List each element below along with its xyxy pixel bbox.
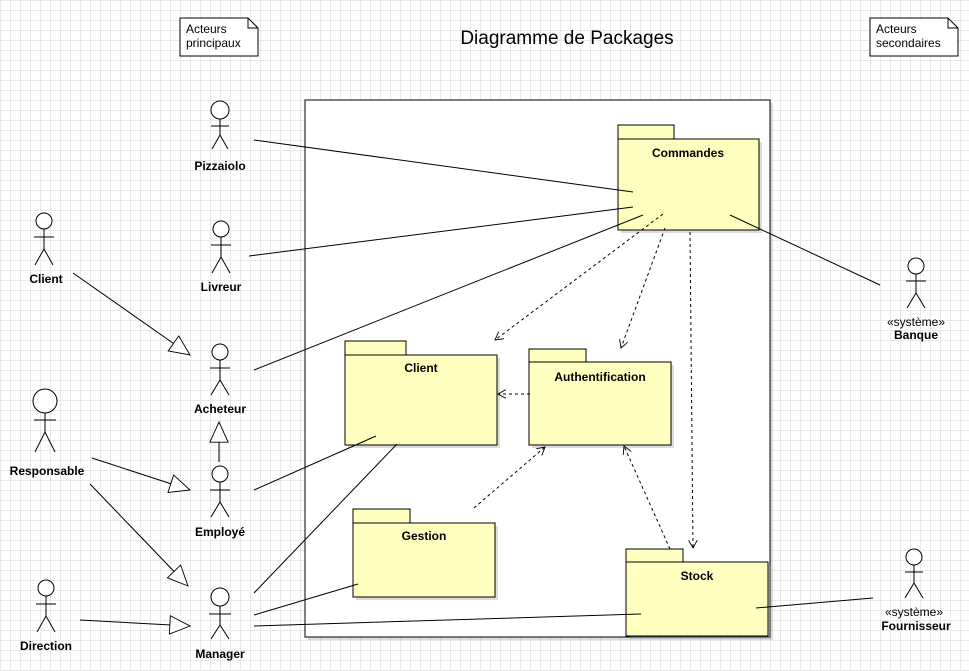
package-gestion-label: Gestion xyxy=(402,529,447,543)
actor-livreur[interactable]: Livreur xyxy=(201,220,242,294)
package-client[interactable]: Client xyxy=(344,340,500,448)
actor-banque-label: Banque xyxy=(894,328,938,342)
actor-direction-label: Direction xyxy=(20,639,72,653)
association-livreur-commandes[interactable] xyxy=(248,206,634,257)
package-gestion[interactable]: Gestion xyxy=(352,508,498,600)
package-authentification-label: Authentification xyxy=(554,370,645,384)
association-manager-client[interactable] xyxy=(253,443,398,594)
note-secondary-line2: secondaires xyxy=(876,36,941,50)
generalization-client-acheteur[interactable] xyxy=(72,272,190,355)
association-pizzaiolo-commandes[interactable] xyxy=(253,139,634,193)
dependency-stock-authentification[interactable] xyxy=(624,446,671,550)
generalization-responsable-manager[interactable] xyxy=(89,483,188,586)
actor-pizzaiolo[interactable]: Pizzaiolo xyxy=(194,100,246,173)
generalization-direction-manager[interactable] xyxy=(79,620,190,626)
actor-acheteur-label: Acheteur xyxy=(194,402,246,416)
package-commandes-label: Commandes xyxy=(652,146,724,160)
note-primary-line2: principaux xyxy=(186,36,241,50)
diagram-title: Diagramme de Packages xyxy=(460,28,673,49)
dependency-commandes-client[interactable] xyxy=(495,213,664,340)
association-manager-stock[interactable] xyxy=(253,613,642,627)
actor-employe[interactable]: Employé xyxy=(195,465,245,539)
package-authentification[interactable]: Authentification xyxy=(528,348,674,448)
note-secondary-line1: Acteurs xyxy=(876,22,917,36)
actor-fournisseur-stereotype: «système» xyxy=(885,605,943,619)
actor-manager-label: Manager xyxy=(195,647,245,661)
actor-manager[interactable]: Manager xyxy=(195,587,245,661)
package-stock-label: Stock xyxy=(681,569,714,583)
actor-fournisseur[interactable]: «système» Fournisseur xyxy=(881,548,951,633)
actor-livreur-label: Livreur xyxy=(201,280,242,294)
actor-responsable-label: Responsable xyxy=(10,464,85,478)
actor-direction[interactable]: Direction xyxy=(20,579,72,653)
actor-banque-stereotype: «système» xyxy=(887,315,945,329)
association-acheteur-commandes[interactable] xyxy=(253,214,644,371)
actor-employe-label: Employé xyxy=(195,525,245,539)
association-employe-client[interactable] xyxy=(253,435,377,491)
association-stock-fournisseur[interactable] xyxy=(755,597,874,609)
package-commandes[interactable]: Commandes xyxy=(617,124,762,233)
generalization-responsable-employe[interactable] xyxy=(91,457,190,490)
actor-client-label: Client xyxy=(29,272,62,286)
note-secondary-actors[interactable]: Acteurs secondaires xyxy=(869,17,959,57)
dependency-commandes-stock[interactable] xyxy=(690,231,693,548)
note-primary-line1: Acteurs xyxy=(186,22,227,36)
actor-pizzaiolo-label: Pizzaiolo xyxy=(194,159,245,173)
actor-fournisseur-label: Fournisseur xyxy=(881,619,951,633)
dependency-gestion-authentification[interactable] xyxy=(473,447,545,509)
association-manager-gestion[interactable] xyxy=(253,583,359,616)
actor-client[interactable]: Client xyxy=(29,212,63,286)
actor-banque[interactable]: «système» Banque xyxy=(887,257,945,342)
note-primary-actors[interactable]: Acteurs principaux xyxy=(179,17,259,57)
actor-responsable[interactable]: Responsable xyxy=(10,388,85,478)
package-client-label: Client xyxy=(404,361,437,375)
actor-acheteur[interactable]: Acheteur xyxy=(194,343,246,416)
association-commandes-banque[interactable] xyxy=(729,214,881,286)
package-stock[interactable]: Stock xyxy=(625,548,771,639)
